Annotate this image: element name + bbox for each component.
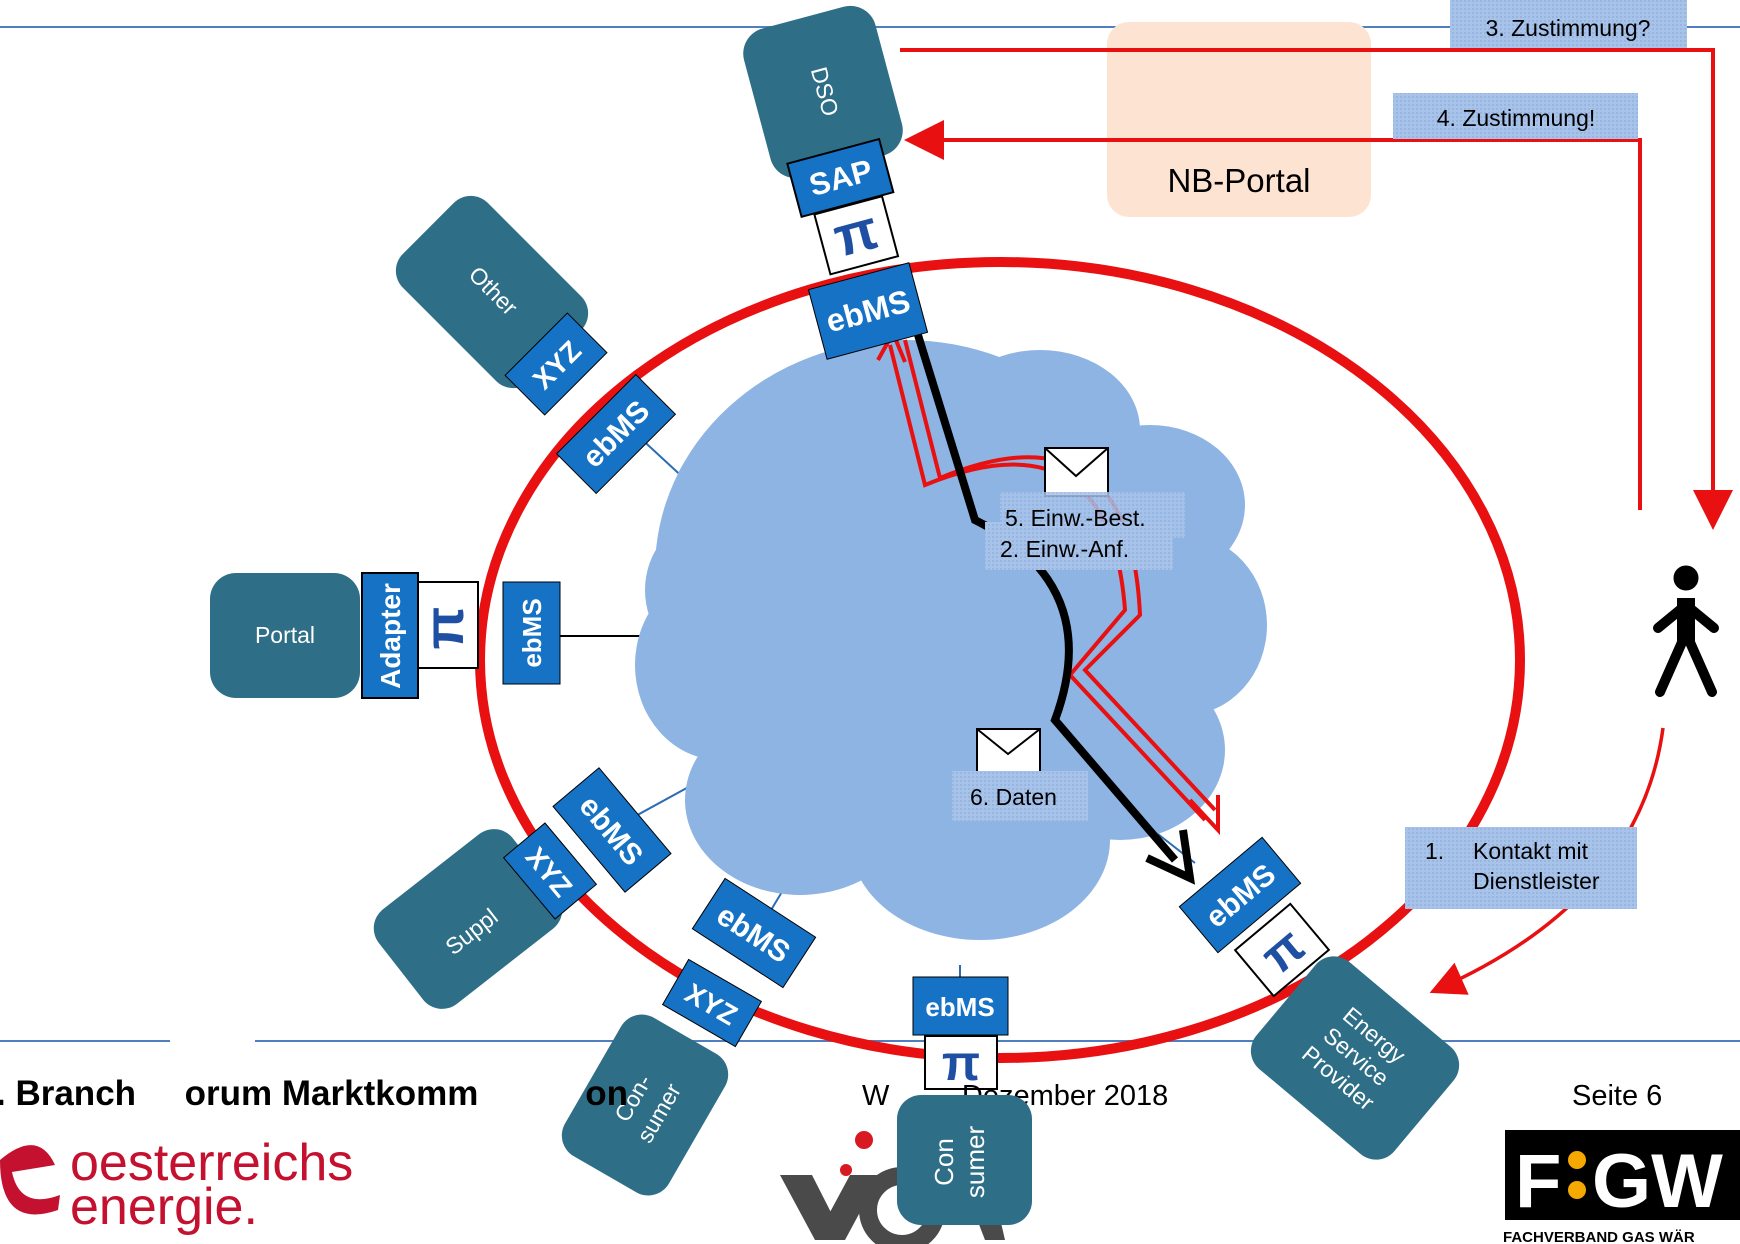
envelope-icon — [976, 728, 1041, 773]
step1-line2: Dienstleister — [1473, 868, 1600, 894]
request-arrowhead-bottom — [1188, 795, 1220, 836]
step5-label-bg — [1000, 492, 1185, 538]
oesterreichs-energie-logo: oesterreichs energie. — [0, 1134, 353, 1236]
step1-line1: Kontakt mit — [1473, 838, 1589, 864]
dso-node — [743, 5, 903, 179]
suppl-group: Suppl — [373, 829, 563, 1009]
step6-label: 6. Daten — [970, 784, 1057, 810]
step4-label-bg — [1393, 93, 1638, 139]
step1-label-bg — [1405, 827, 1637, 909]
consumer-b-pi-box — [924, 1035, 998, 1090]
pi-icon: π — [412, 607, 475, 650]
svg-text:energie.: energie. — [70, 1178, 258, 1236]
consumer-b-ebms-label: ebMS — [925, 992, 994, 1022]
footer-title: . Branch orum Marktkomm on — [0, 1074, 628, 1113]
svg-text:GW: GW — [1592, 1139, 1723, 1224]
step1-number: 1. — [1425, 838, 1444, 864]
esp-group: Energy Service Provider — [1250, 956, 1460, 1160]
customer-person-icon — [1653, 565, 1719, 697]
step3-label: 3. Zustimmung? — [1486, 15, 1651, 41]
adapter-label: Adapter — [375, 583, 406, 689]
svg-text:FACHVERBAND GAS WÄR: FACHVERBAND GAS WÄR — [1503, 1229, 1695, 1244]
nb-portal-box — [1107, 22, 1371, 217]
dso-group: DSO SAP π — [743, 5, 903, 276]
consumer-b-ebms — [912, 976, 1009, 1036]
portal-ebms-label: ebMS — [517, 598, 547, 667]
consumer-a-node — [561, 1014, 729, 1196]
fgw-logo: F GW FACHVERBAND GAS WÄR — [1503, 1130, 1740, 1244]
pi-icon: π — [942, 1035, 980, 1091]
nb-portal-label: NB-Portal — [1167, 162, 1310, 199]
data-arrowhead — [1145, 829, 1196, 885]
consumer-b-label-2: sumer — [960, 1126, 990, 1199]
pi-box — [813, 195, 900, 276]
consumer-a-group: Con- sumer — [561, 1014, 729, 1196]
portal-label: Portal — [255, 622, 315, 648]
step6-label-bg — [952, 771, 1088, 821]
esp-node — [1250, 956, 1460, 1160]
communication-ring — [475, 257, 1525, 1063]
step3-label-bg — [1450, 0, 1687, 48]
portal-ebms — [502, 581, 561, 685]
svg-text:F: F — [1515, 1139, 1561, 1224]
dso-ebms: ebMS — [807, 262, 929, 360]
envelope-icon — [1044, 447, 1109, 497]
footer-page: Seite 6 — [1572, 1080, 1662, 1112]
svg-text:oesterreichs: oesterreichs — [70, 1134, 353, 1192]
other-ebms: ebMS — [555, 373, 677, 495]
arrow-step4 — [904, 120, 1642, 510]
arrow-step3 — [900, 48, 1733, 530]
suppl-node — [373, 829, 563, 1009]
consumer-b-node — [897, 1095, 1032, 1225]
step5-label: 5. Einw.-Best. — [1005, 505, 1146, 531]
portal-node — [210, 573, 360, 698]
step2-label: 2. Einw.-Anf. — [1000, 536, 1129, 562]
adapter-box — [361, 572, 419, 699]
step4-label: 4. Zustimmung! — [1437, 105, 1596, 131]
consumer-b-label-1: Con — [929, 1138, 959, 1186]
portal-pi-box — [417, 581, 479, 669]
